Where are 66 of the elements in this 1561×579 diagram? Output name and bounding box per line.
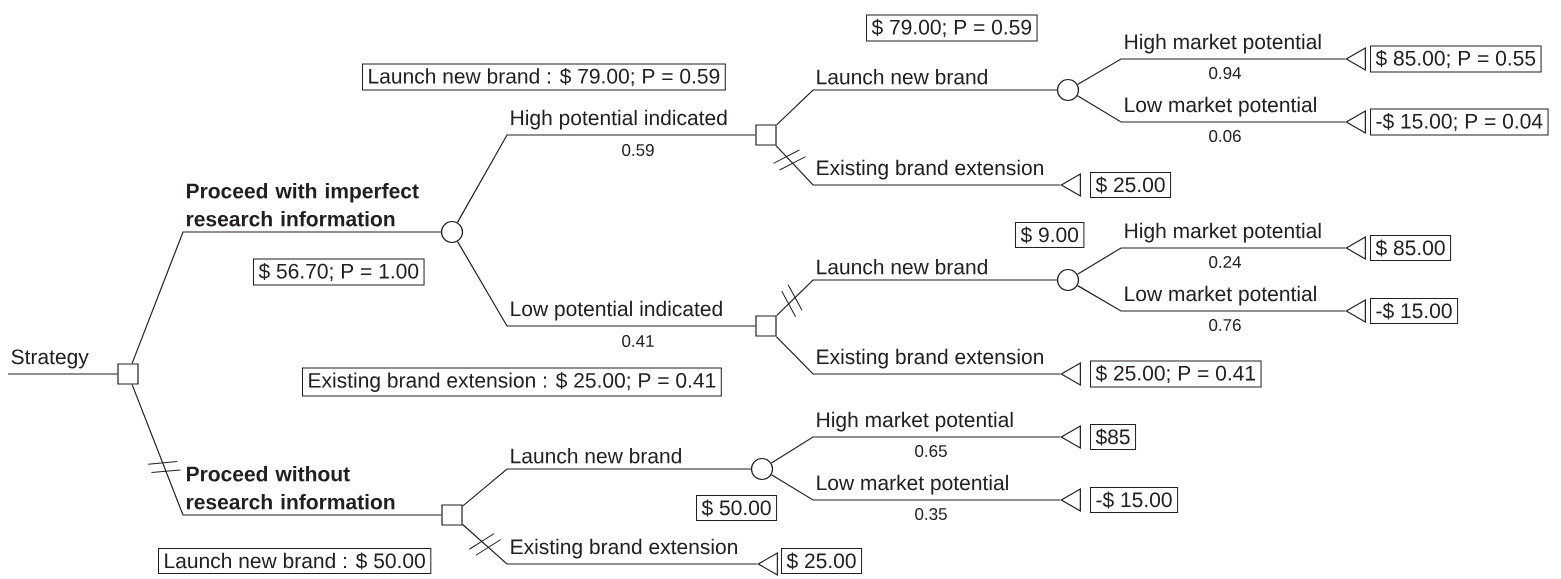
branch-line (1076, 95, 1346, 123)
branch-label: High market potential (1125, 222, 1321, 243)
probability-label: 0.59 (622, 144, 654, 157)
branch-label: Proceed with imperfect research information (187, 183, 419, 227)
branch-label: Existing brand extension (817, 159, 1043, 180)
value-box: $ 25.00 (1090, 172, 1172, 198)
branch-line (776, 89, 1058, 126)
branch-label: Strategy (11, 349, 89, 369)
value-box: -$ 15.00 (1370, 298, 1459, 324)
value-box: $ 85.00 (1370, 235, 1452, 261)
probability-label: 0.41 (622, 335, 654, 348)
value-box: $ 9.00 (1015, 222, 1085, 248)
value-box: $ 56.70; P = 1.00 (253, 258, 425, 286)
branch-line (462, 523, 758, 565)
probability-label: 0.65 (915, 445, 947, 458)
branch-line (775, 336, 1061, 375)
probability-label: 0.06 (1209, 130, 1241, 143)
branch-label: High market potential (1125, 33, 1321, 54)
decision-square (755, 315, 777, 337)
branch-label: Existing brand extension (817, 348, 1043, 369)
probability-label: 0.76 (1209, 319, 1241, 332)
chance-circle (750, 457, 774, 481)
branch-label: Launch new brand (817, 259, 987, 275)
value-box: $ 79.00; P = 0.59 (866, 14, 1038, 42)
value-box: Existing brand extension : $ 25.00; P = 0.41 (302, 367, 722, 397)
probability-label: 0.35 (915, 508, 947, 521)
branch-line (775, 145, 1061, 186)
branch-line (7, 373, 118, 375)
branch-line (1077, 285, 1346, 312)
value-box: Launch new brand : $ 79.00; P = 0.59 (362, 63, 726, 91)
probability-label: 0.24 (1209, 256, 1242, 269)
branch-line (770, 436, 1061, 464)
value-box: $ 50.00 (696, 495, 778, 521)
value-box: $85 (1090, 424, 1137, 450)
branch-label: High potential indicated (511, 109, 727, 130)
branch-label: Low market potential (1125, 96, 1316, 117)
branch-line (770, 474, 1061, 501)
branch-label: Low market potential (817, 474, 1008, 495)
decision-square (441, 504, 463, 526)
value-box: -$ 15.00 (1090, 487, 1179, 513)
branch-line (131, 231, 442, 364)
branch-line (1077, 58, 1346, 85)
branch-line (457, 241, 756, 327)
branch-label: Launch new brand (511, 448, 681, 464)
decision-square (117, 363, 139, 385)
branch-label: Low market potential (1125, 285, 1316, 306)
branch-line (776, 279, 1058, 317)
value-box: $ 25.00 (781, 548, 863, 574)
branch-label: High market potential (817, 411, 1013, 432)
branch-label: Existing brand extension (511, 538, 737, 559)
branch-label: Proceed without research information (187, 466, 395, 510)
branch-line (1076, 247, 1346, 275)
branch-label: Launch new brand (817, 69, 987, 85)
value-box: $ 25.00; P = 0.41 (1090, 360, 1262, 388)
branch-line (456, 134, 756, 223)
decision-square (755, 124, 777, 146)
value-box: -$ 15.00; P = 0.04 (1370, 108, 1549, 136)
probability-label: 0.94 (1209, 67, 1242, 80)
branch-label: Low potential indicated (511, 300, 722, 321)
branch-line (462, 468, 752, 507)
value-box: $ 85.00; P = 0.55 (1370, 45, 1542, 73)
chance-circle (1056, 78, 1080, 102)
value-box: Launch new brand : $ 50.00 (158, 548, 432, 574)
branch-line (131, 384, 442, 516)
chance-circle (440, 220, 464, 244)
chance-circle (1056, 268, 1080, 292)
